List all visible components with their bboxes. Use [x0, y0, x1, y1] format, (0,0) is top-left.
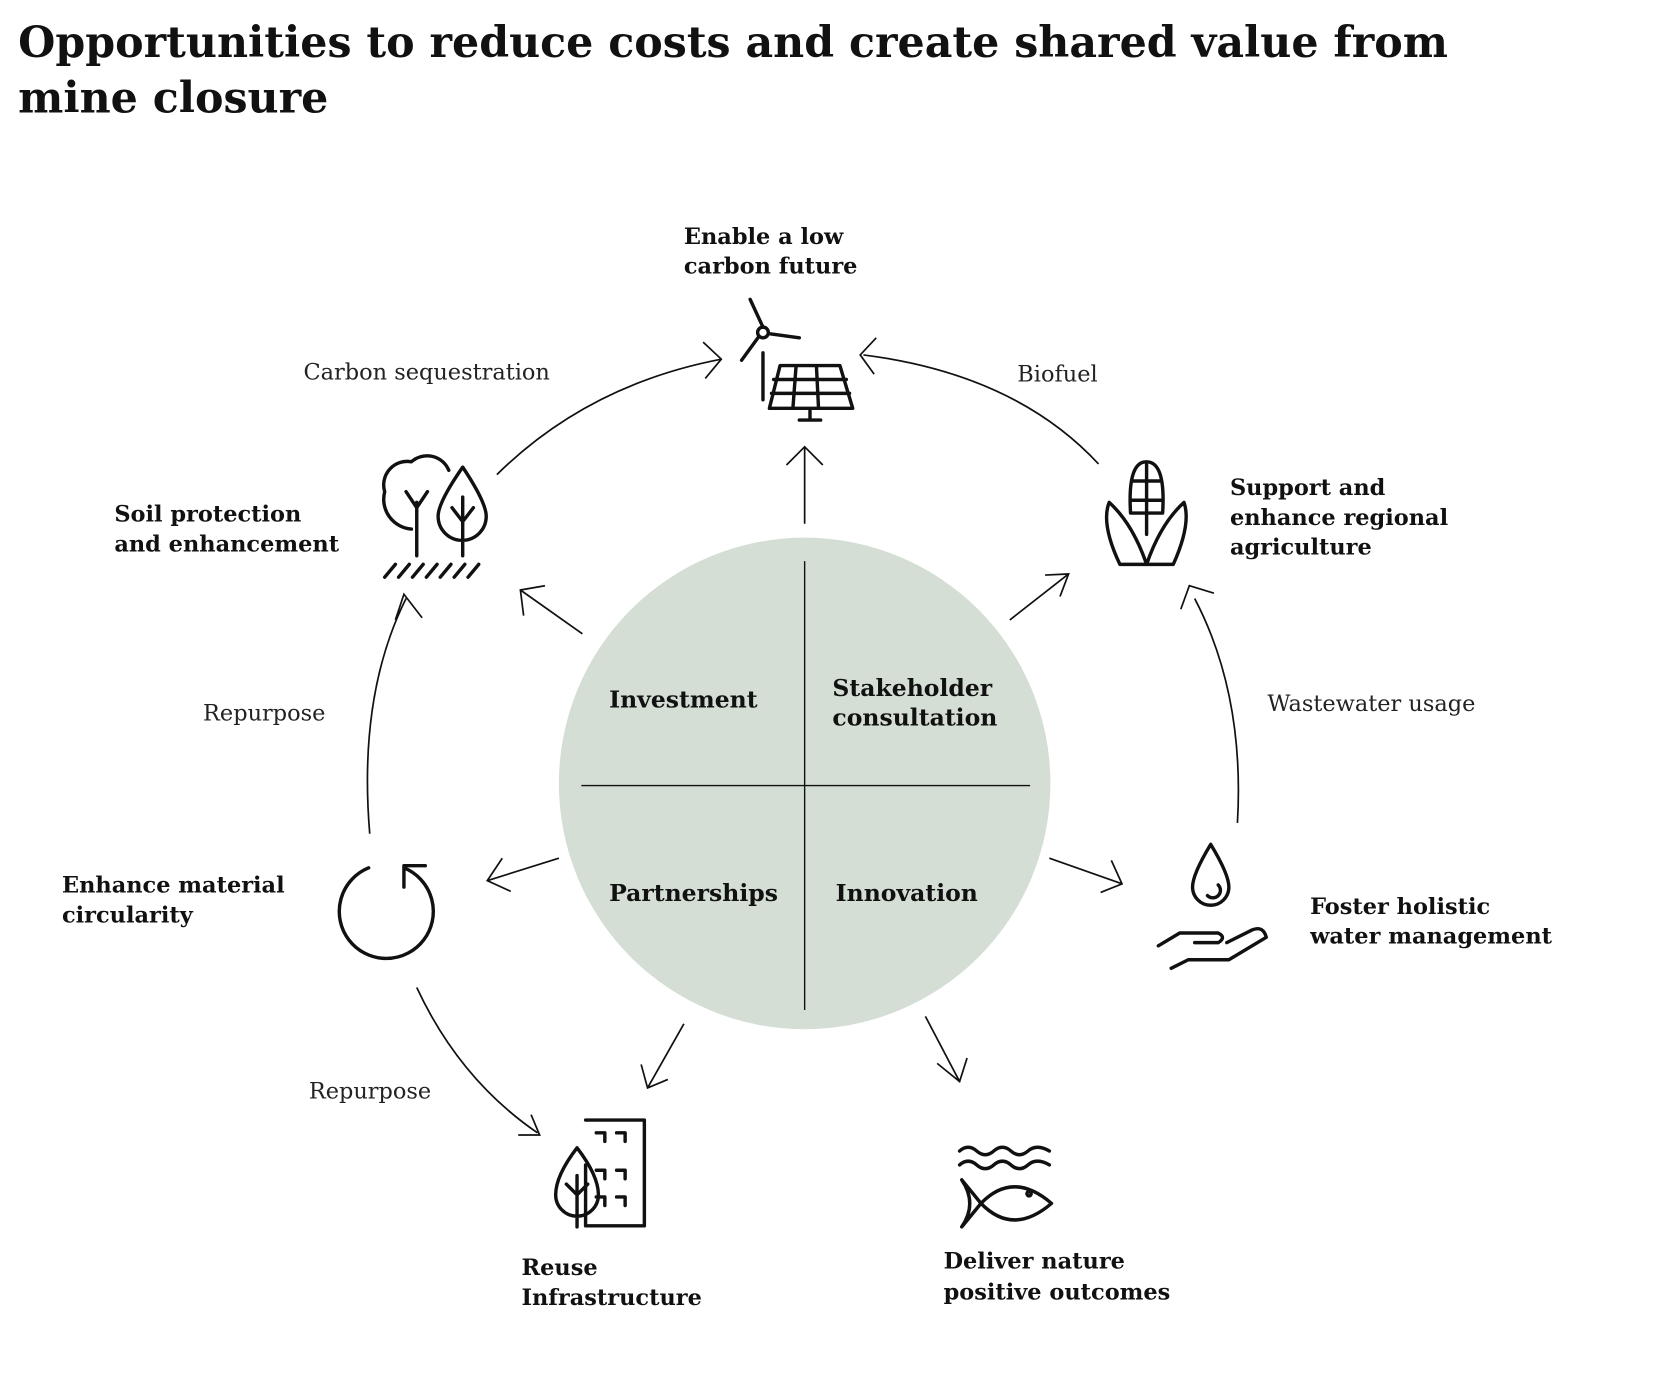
arrow-to-infrastructure — [640, 1023, 685, 1090]
radial-arrows — [486, 445, 1124, 1090]
label-water-1: Foster holistic — [1310, 894, 1490, 920]
arrow-to-circularity — [486, 857, 560, 893]
label-agriculture-1: Support and — [1230, 475, 1386, 501]
quadrant-stakeholder-2: consultation — [832, 704, 997, 732]
arrow-carbon-sequestration — [496, 341, 723, 476]
building-tree-icon — [553, 1118, 647, 1229]
arrow-to-water — [1049, 857, 1124, 894]
label-nature-2: positive outcomes — [944, 1280, 1171, 1306]
label-soil-1: Soil protection — [114, 502, 301, 528]
label-agriculture-3: agriculture — [1230, 535, 1372, 561]
arrow-repurpose-lower — [415, 987, 541, 1136]
arrow-to-soil — [519, 584, 583, 635]
label-low-carbon-2: carbon future — [684, 254, 858, 280]
label-nature-1: Deliver nature — [944, 1249, 1125, 1275]
quadrant-innovation: Innovation — [836, 879, 978, 907]
arrow-to-agriculture — [1009, 573, 1070, 621]
arrow-biofuel — [859, 337, 1100, 465]
flow-repurpose-upper: Repurpose — [203, 700, 325, 726]
flow-carbon-sequestration: Carbon sequestration — [303, 359, 549, 385]
arrow-repurpose-upper — [366, 592, 423, 834]
trees-soil-icon — [382, 454, 488, 579]
arrow-to-nature — [924, 1015, 968, 1084]
fish-icon — [957, 1145, 1054, 1229]
flow-repurpose-lower: Repurpose — [309, 1079, 431, 1105]
quadrant-stakeholder-1: Stakeholder — [832, 674, 992, 702]
flow-arrows — [366, 337, 1240, 1136]
label-infrastructure-2: Infrastructure — [521, 1285, 701, 1311]
label-circularity-2: circularity — [62, 902, 194, 928]
label-circularity-1: Enhance material — [62, 872, 285, 898]
quadrant-investment: Investment — [609, 686, 758, 714]
label-infrastructure-1: Reuse — [521, 1255, 597, 1281]
label-low-carbon-1: Enable a low — [684, 224, 844, 250]
circular-arrow-icon — [337, 863, 436, 961]
label-agriculture-2: enhance regional — [1230, 505, 1448, 531]
quadrant-partnerships: Partnerships — [609, 879, 778, 907]
corn-icon — [1104, 460, 1188, 567]
wind-solar-icon — [739, 297, 855, 422]
label-soil-2: and enhancement — [114, 532, 339, 558]
water-hand-icon — [1156, 842, 1268, 970]
title-line-1: Opportunities to reduce costs and create… — [18, 18, 1448, 68]
label-water-2: water management — [1309, 924, 1553, 950]
flow-biofuel: Biofuel — [1017, 362, 1097, 388]
arrow-to-low-carbon — [785, 445, 824, 524]
arrow-wastewater — [1179, 584, 1240, 824]
title-line-2: mine closure — [18, 73, 328, 123]
flow-wastewater: Wastewater usage — [1267, 691, 1475, 717]
